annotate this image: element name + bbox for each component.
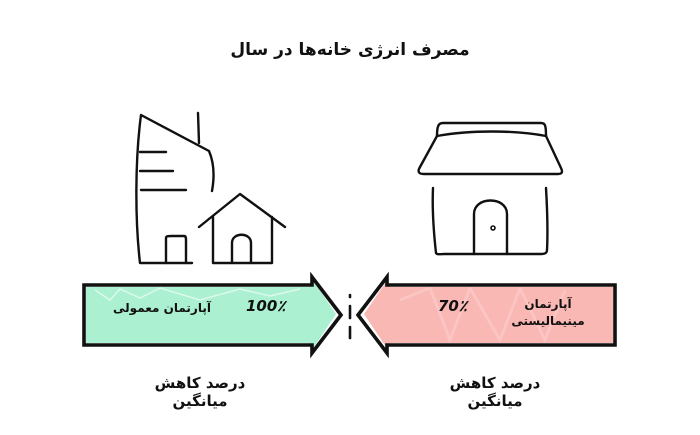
left-value: 100٪ bbox=[246, 297, 286, 315]
right-value: 70٪ bbox=[438, 297, 467, 315]
apartment-buildings-icon bbox=[135, 111, 287, 265]
right-category-line1: آپارتمان bbox=[524, 297, 572, 311]
right-category-label: آپارتمان مینیمالیستی bbox=[507, 296, 589, 330]
small-house-icon bbox=[417, 121, 564, 256]
right-category-line2: مینیمالیستی bbox=[511, 314, 585, 328]
left-arrow-shape bbox=[82, 271, 344, 359]
right-arrow-shape bbox=[355, 271, 617, 359]
left-caption: درصد کاهش میانگین bbox=[154, 374, 246, 410]
left-category-label: آپارتمان معمولی bbox=[113, 301, 211, 315]
right-caption: درصد کاهش میانگین bbox=[449, 374, 541, 410]
page-title: مصرف انرژی خانه‌ها در سال bbox=[230, 40, 470, 60]
